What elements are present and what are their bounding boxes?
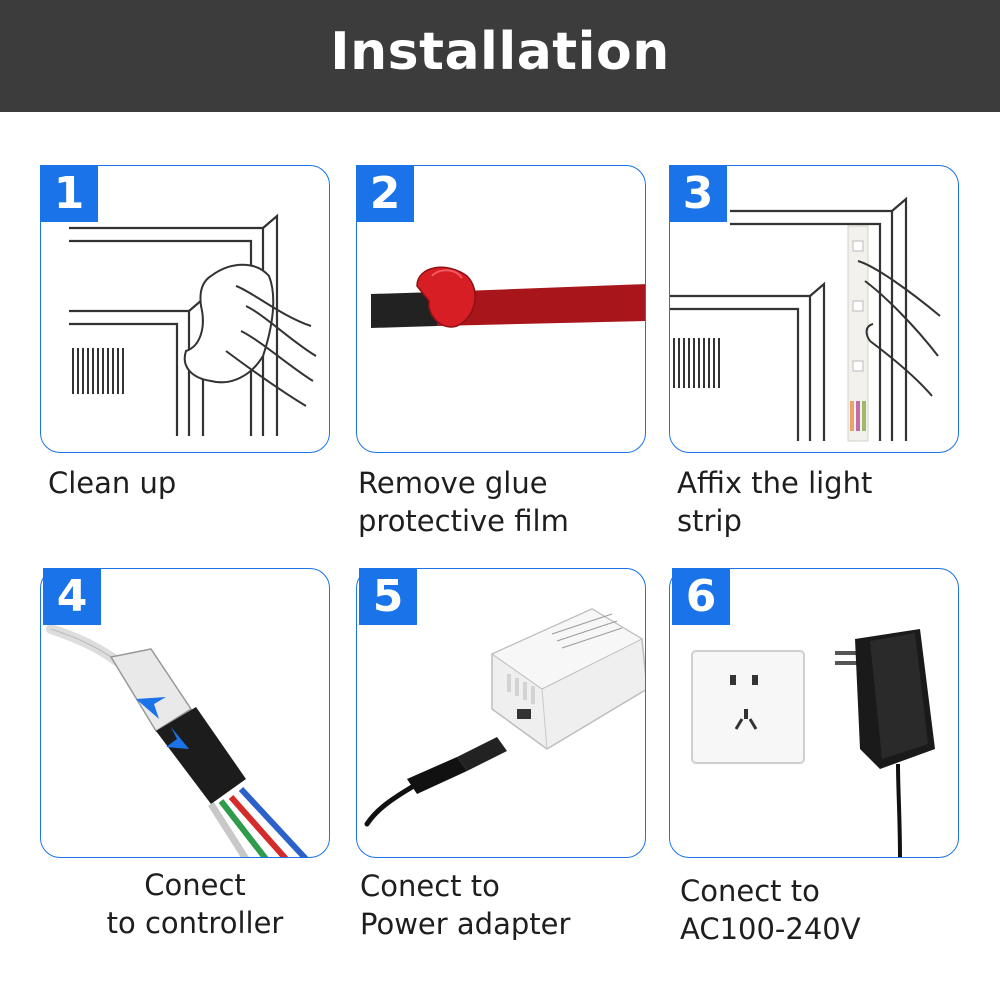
step-6-caption: Conect to AC100-240V <box>680 874 861 946</box>
step-4-number: 4 <box>43 568 101 625</box>
step-1-card <box>40 165 330 453</box>
peeling-tape-icon <box>371 266 645 328</box>
step-5-caption: Conect to Power adapter <box>360 869 571 941</box>
step-2-caption: Remove glue protective film <box>358 466 569 538</box>
connector-plug-icon <box>46 624 309 857</box>
step-1-number: 1 <box>40 165 98 222</box>
step-4-caption: Conect to controller <box>106 868 284 940</box>
step-5-number: 5 <box>359 568 417 625</box>
page-title: Installation <box>330 22 670 82</box>
header-banner: Installation <box>0 0 1000 112</box>
step-3-caption: Affix the light strip <box>677 466 873 538</box>
affix-strip-icon <box>670 196 941 442</box>
controller-box-icon <box>364 608 645 827</box>
step-3-number: 3 <box>669 165 727 222</box>
step-2-number: 2 <box>356 165 414 222</box>
wall-socket-adapter-icon <box>691 629 935 857</box>
step-1-caption: Clean up <box>48 466 177 500</box>
step-6-number: 6 <box>672 568 730 625</box>
hand-wiping-frame-icon <box>69 213 317 436</box>
